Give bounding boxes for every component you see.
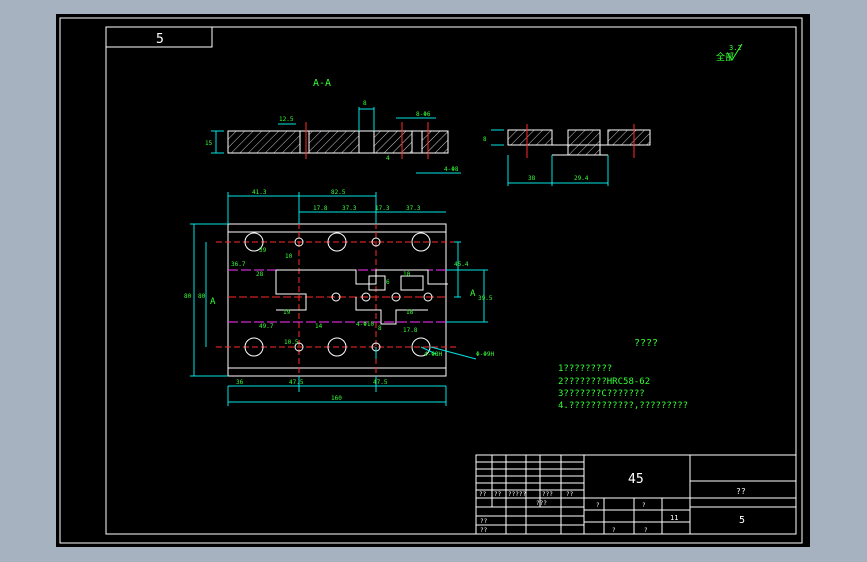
tech-note-2: 2????????HRC58-62 (558, 377, 650, 387)
material: 45 (628, 472, 644, 487)
tb-row-4: ?? (566, 491, 574, 498)
bottom-dim-3: 160 (331, 395, 342, 402)
sheet-number: 5 (739, 515, 745, 526)
top-dim-4: 17.3 (375, 205, 390, 212)
section-hatch-mid (308, 130, 360, 154)
cad-viewport[interactable]: 5 全部 3.2 A-A 15 12.5 8 8-Φ6 4 (56, 14, 810, 547)
sheet-number-top: 5 (156, 32, 164, 47)
side-section-view: 8 38 29.4 (483, 124, 651, 186)
sec-dim-6: 8 (483, 136, 487, 143)
tb-cell-2: ? (612, 527, 616, 534)
tb-row-1: ?? (494, 491, 502, 498)
section-label: A-A (313, 78, 331, 89)
plan-dimensions: 41.3 82.5 17.8 37.3 17.3 37.3 80 80 36.7… (184, 189, 494, 406)
tb-row-5: ??? (536, 500, 547, 507)
left-dim-6: 10.5 (284, 339, 299, 346)
sec-dim-7: 38 (528, 175, 536, 182)
right-dim-3: 4-Φ10 (356, 321, 374, 328)
right-dim-2: 4-Φ8H (424, 351, 442, 358)
right-dim-1: 39.5 (478, 295, 493, 302)
sec-dim-2: 8 (363, 100, 367, 107)
sec-dim-0: 15 (205, 140, 213, 147)
top-dim-2: 17.8 (313, 205, 328, 212)
inner-dim-4: 18 (406, 309, 414, 316)
sec-dim-4: 4 (386, 155, 390, 162)
title-block: 45 ?? 5 11 ?? ?? ????? ??? ?? ??? ?? ?? … (475, 454, 797, 535)
left-dim-1: 80 (198, 293, 206, 300)
section-hatch-end (421, 130, 449, 154)
inner-dim-3: 17.8 (403, 327, 418, 334)
view-label-left: A (210, 297, 216, 307)
scale-cell: 11 (670, 514, 678, 522)
section-hatch-right (373, 130, 413, 154)
left-dim-2: 36.7 (231, 261, 246, 268)
sec-dim-5: 4-Φ8 (444, 166, 459, 173)
inner-dim-2: 10 (285, 253, 293, 260)
inner-border (105, 26, 797, 535)
right-dim-4: Φ-Φ9H (476, 351, 494, 358)
tb-row-2: ????? (508, 491, 526, 498)
drawing-canvas[interactable]: 5 全部 3.2 A-A 15 12.5 8 8-Φ6 4 (56, 14, 810, 547)
left-dim-0: 80 (184, 293, 192, 300)
plan-view (216, 214, 458, 386)
tb-row-3: ??? (542, 491, 553, 498)
left-dim-3: 39 (259, 247, 267, 254)
surface-note: 全部 (716, 51, 734, 63)
inner-dim-1: 14 (315, 323, 323, 330)
bottom-dim-1: 47.5 (289, 379, 304, 386)
tech-note-4: 4.????????????,????????? (558, 401, 688, 411)
surface-value: 3.2 (729, 44, 742, 52)
inner-dim-6: 10 (403, 271, 411, 278)
plate-outline (227, 223, 447, 377)
top-dim-1: 82.5 (331, 189, 346, 196)
tb-row-7: ?? (480, 527, 488, 534)
tb-cell-0: ? (596, 502, 600, 509)
top-dim-3: 37.3 (342, 205, 357, 212)
top-dim-0: 41.3 (252, 189, 267, 196)
roughness-symbol (727, 43, 743, 61)
top-dim-5: 37.3 (406, 205, 421, 212)
outer-border (59, 17, 803, 544)
sec-dim-1: 12.5 (279, 116, 294, 123)
bottom-dim-2: 47.5 (373, 379, 388, 386)
tb-cell-1: ? (642, 502, 646, 509)
bottom-dim-0: 36 (236, 379, 244, 386)
tech-note-1: 1????????? (558, 364, 612, 374)
sec-dim-8: 29.4 (574, 175, 589, 182)
drawing-ref: ?? (736, 487, 746, 496)
left-dim-4: 19 (283, 309, 291, 316)
view-label-right: A (470, 289, 476, 299)
sheet-number-box (105, 26, 213, 48)
section-hatch-left (227, 130, 301, 154)
tb-row-6: ?? (480, 518, 488, 525)
right-dim-0: 45.4 (454, 261, 469, 268)
tb-row-0: ?? (479, 491, 487, 498)
tech-note-3: 3???????C??????? (558, 389, 645, 399)
sec-dim-3: 8-Φ6 (416, 111, 431, 118)
inner-dim-0: 49.7 (259, 323, 274, 330)
inner-dim-7: 6 (386, 279, 390, 286)
section-view-aa: 15 12.5 8 8-Φ6 4 4-Φ8 (205, 100, 461, 174)
tb-cell-3: ? (644, 527, 648, 534)
left-dim-5: 28 (256, 271, 264, 278)
inner-dim-5: 8 (378, 325, 382, 332)
tech-title: ???? (634, 338, 658, 349)
